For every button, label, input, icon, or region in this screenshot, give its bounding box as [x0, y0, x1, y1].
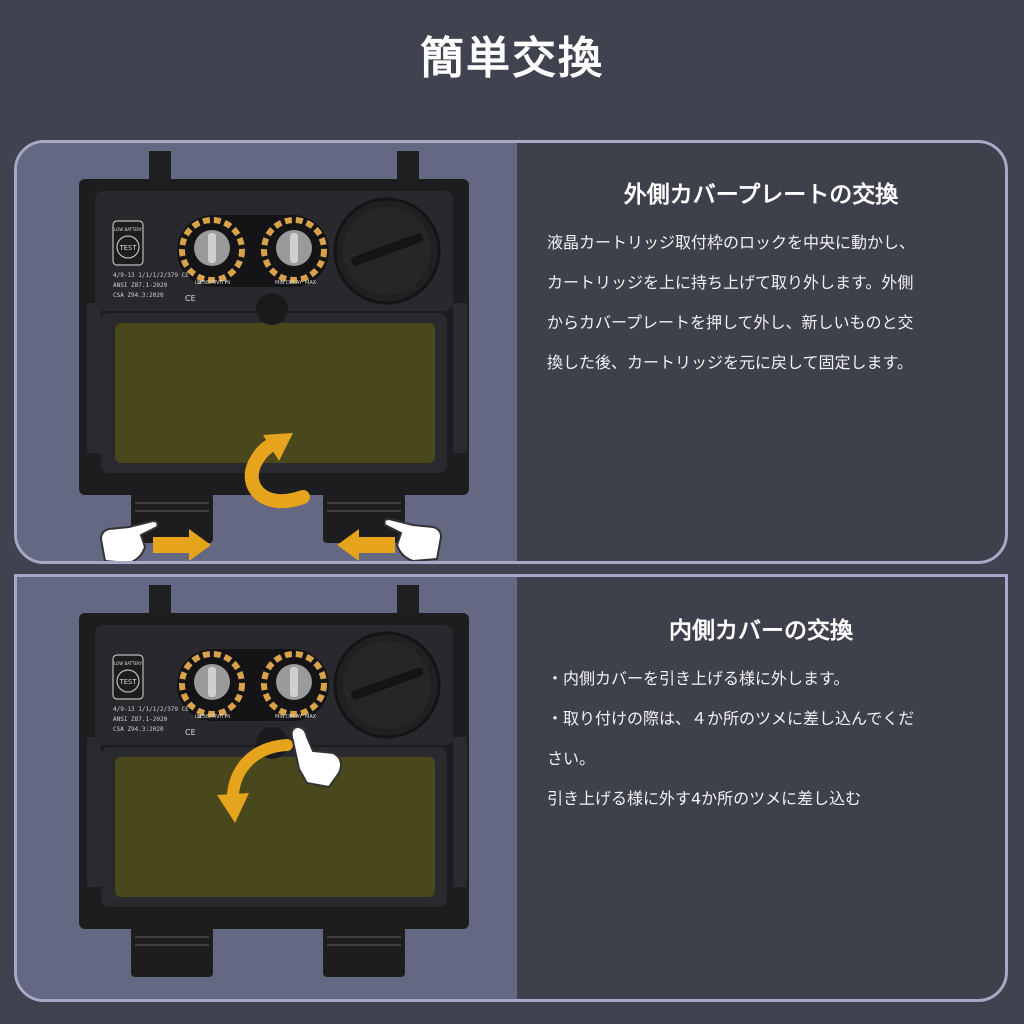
cert-line-2: ANSI Z87.1-2020: [113, 716, 168, 723]
inner-cover-illustration: LOW BATTERY TEST Lo SENSITIVITY Hi MIN D…: [17, 577, 517, 999]
lo-label: Lo: [195, 280, 201, 286]
ce-mark: CE: [185, 294, 196, 303]
curved-up-arrow-icon: [244, 436, 310, 509]
inner-cover-panel: LOW BATTERY TEST Lo SENSITIVITY Hi MIN D…: [14, 574, 1008, 1002]
hi-label: Hi: [225, 714, 230, 720]
max-label: MAX: [305, 280, 317, 286]
test-button-label: TEST: [120, 244, 138, 252]
arrow-left-icon: [337, 529, 359, 561]
min-label: MIN: [275, 714, 285, 720]
inner-cover-line-2: ・取り付けの際は、４か所のツメに差し込んでくだ: [547, 709, 915, 728]
cartridge-image-inner: [79, 585, 469, 977]
inner-cover-body: ・内側カバーを引き上げる様に外します。 ・取り付けの際は、４か所のツメに差し込ん…: [547, 659, 979, 819]
inner-cover-text: 内側カバーの交換 ・内側カバーを引き上げる様に外します。 ・取り付けの際は、４か…: [517, 577, 1005, 999]
max-label: MAX: [305, 714, 317, 720]
cert-line-3: CSA Z94.3:2020: [113, 292, 164, 299]
arrow-right-icon: [189, 529, 211, 561]
cartridge-diagram: LOW BATTERY TEST Lo SENSITIVITY Hi MIN D…: [17, 143, 517, 561]
outer-cover-illustration: LOW BATTERY TEST Lo SENSITIVITY Hi MIN D…: [17, 143, 517, 561]
outer-cover-line-3: からカバープレートを押して外し、新しいものと交: [547, 313, 914, 332]
sensitivity-label: SENSITIVITY: [197, 714, 228, 720]
ce-mark: CE: [185, 728, 196, 737]
outer-cover-line-2: カートリッジを上に持ち上げて取り外します。外側: [547, 273, 914, 292]
outer-cover-heading: 外側カバープレートの交換: [623, 182, 899, 208]
inner-cover-line-3: さい。: [547, 749, 596, 768]
outer-cover-body: 液晶カートリッジ取付枠のロックを中央に動かし、 カートリッジを上に持ち上げて取り…: [547, 223, 979, 383]
hand-pointer-icon-left: [99, 519, 159, 561]
cert-line-3: CSA Z94.3:2020: [113, 726, 164, 733]
hand-pointer-icon-right: [383, 517, 443, 561]
arrow-head-icon: [263, 433, 293, 461]
min-label: MIN: [275, 280, 285, 286]
sensitivity-label: SENSITIVITY: [197, 280, 228, 286]
outer-cover-line-1: 液晶カートリッジ取付枠のロックを中央に動かし、: [547, 233, 916, 252]
delay-label: DELAY: [286, 714, 303, 720]
delay-label: DELAY: [286, 280, 303, 286]
cert-line-1: 4/9-13 1/1/1/2/379 CE: [113, 272, 189, 279]
hand-pointer-icon: [290, 725, 342, 789]
lo-label: Lo: [195, 714, 201, 720]
cartridge-image: [79, 151, 469, 543]
cert-line-1: 4/9-13 1/1/1/2/379 CE: [113, 706, 189, 713]
outer-cover-panel: LOW BATTERY TEST Lo SENSITIVITY Hi MIN D…: [14, 140, 1008, 564]
arrow-head-down-icon: [217, 793, 249, 823]
page-title: 簡単交換: [420, 33, 604, 84]
outer-cover-line-4: 換した後、カートリッジを元に戻して固定します。: [547, 353, 913, 372]
test-button-label: TEST: [120, 678, 138, 686]
inner-cover-line-1: ・内側カバーを引き上げる様に外します。: [547, 669, 850, 688]
hi-label: Hi: [225, 280, 230, 286]
low-battery-label: LOW BATTERY: [114, 661, 142, 666]
cert-line-2: ANSI Z87.1-2020: [113, 282, 168, 289]
inner-cover-line-4: 引き上げる様に外す4か所のツメに差し込む: [547, 789, 862, 808]
cartridge-diagram-inner: LOW BATTERY TEST Lo SENSITIVITY Hi MIN D…: [17, 577, 517, 1002]
inner-cover-heading: 内側カバーの交換: [669, 618, 853, 644]
outer-cover-text: 外側カバープレートの交換 液晶カートリッジ取付枠のロックを中央に動かし、 カート…: [517, 143, 1005, 561]
low-battery-label: LOW BATTERY: [114, 227, 142, 232]
